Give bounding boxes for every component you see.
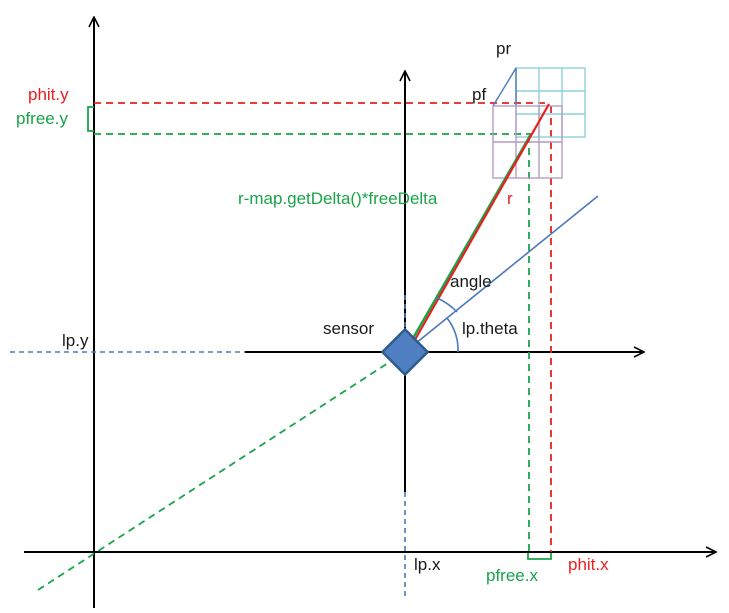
label-r: r [507, 189, 513, 208]
label-lp-x: lp.x [414, 555, 441, 574]
label-lp-y: lp.y [62, 331, 89, 350]
label-phit-y: phit.y [28, 85, 69, 104]
label-phit-x: phit.x [568, 555, 609, 574]
angle-arc [436, 297, 458, 313]
label-pr: pr [496, 39, 511, 58]
label-free-length: r-map.getDelta()*freeDelta [238, 189, 438, 208]
label-angle: angle [450, 272, 492, 291]
hit-ray-line [407, 103, 550, 353]
free-ray-line [403, 133, 533, 353]
label-lp-theta: lp.theta [462, 319, 518, 338]
label-sensor: sensor [323, 319, 374, 338]
label-pf: pf [472, 85, 486, 104]
heading-line [404, 195, 599, 353]
pfree-x-bracket [527, 553, 552, 560]
label-pfree-x: pfree.x [486, 566, 538, 585]
sensor-box [380, 327, 430, 377]
pfree-y-bracket [87, 106, 94, 132]
label-pfree-y: pfree.y [16, 109, 68, 128]
lp-theta-arc [446, 317, 459, 353]
green-dashed-extension-line [37, 351, 406, 591]
pf-pr-link [492, 67, 517, 107]
